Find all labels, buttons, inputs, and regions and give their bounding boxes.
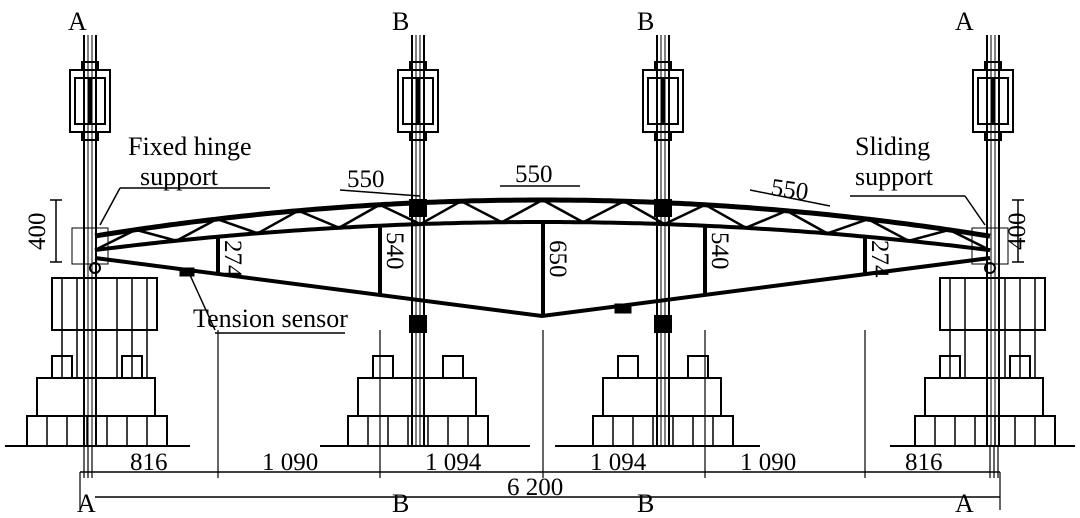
actuator-cap bbox=[81, 131, 99, 141]
web-diagonal bbox=[501, 198, 544, 224]
section-label-bottom-a-left: A bbox=[77, 489, 96, 518]
web-diagonal bbox=[745, 209, 788, 229]
foundation-cap bbox=[51, 277, 158, 331]
fixed-hinge-support bbox=[71, 227, 109, 265]
actuator-cap bbox=[654, 131, 672, 141]
tension-tie bbox=[94, 256, 991, 319]
anchor-bolt bbox=[687, 355, 709, 379]
actuator-cap bbox=[654, 61, 672, 71]
foundation-cap bbox=[939, 277, 1046, 331]
vertical-dim-4: 540 bbox=[706, 232, 733, 270]
web-diagonal bbox=[623, 200, 666, 226]
hinge-pin bbox=[984, 262, 996, 274]
actuator-cap bbox=[409, 61, 427, 71]
anchor-bolt bbox=[51, 355, 73, 379]
tension-sensor bbox=[179, 267, 195, 277]
hinge-pin bbox=[89, 262, 101, 274]
vertical-dim-1: 274 bbox=[219, 240, 246, 278]
web-diagonal bbox=[216, 217, 259, 235]
foundation-block bbox=[924, 377, 1044, 417]
span-dim-6: 816 bbox=[905, 449, 943, 476]
section-label-top-b-right: B bbox=[637, 7, 654, 36]
leader-line bbox=[99, 187, 121, 226]
foundation-base bbox=[347, 415, 489, 447]
vertical-dim-3: 650 bbox=[544, 240, 571, 278]
anchor-bolt bbox=[939, 355, 961, 379]
foundation-block bbox=[357, 377, 477, 417]
web-diagonal bbox=[135, 228, 177, 242]
web-diagonal bbox=[867, 218, 910, 242]
total-span-dim: 6 200 bbox=[507, 474, 563, 501]
arch-truss bbox=[71, 187, 1009, 334]
web-diagonal bbox=[826, 217, 869, 235]
web-diagonal bbox=[948, 228, 991, 252]
anchor-bolt bbox=[617, 355, 639, 379]
foundations bbox=[5, 277, 1075, 447]
anchor-bolt bbox=[442, 355, 464, 379]
web-diagonal bbox=[908, 228, 950, 243]
actuator-cap bbox=[81, 61, 99, 71]
actuator-cap bbox=[984, 131, 1002, 141]
span-dim-5: 1 090 bbox=[740, 449, 796, 476]
dimension-lines bbox=[50, 185, 1024, 510]
section-label-bottom-b-left: B bbox=[392, 489, 409, 518]
anchor-bolt bbox=[121, 355, 143, 379]
section-label-bottom-a-right: A bbox=[955, 489, 974, 518]
web-diagonal bbox=[582, 200, 625, 224]
web-diagonal bbox=[338, 203, 381, 229]
section-label-top-b-left: B bbox=[392, 7, 409, 36]
web-diagonal bbox=[664, 203, 706, 226]
sliding-support-label-1: Sliding bbox=[855, 132, 930, 161]
vertical-dim-5: 274 bbox=[866, 240, 893, 278]
top-chord bbox=[94, 197, 991, 239]
dimension-line bbox=[339, 189, 421, 197]
web-diagonal bbox=[785, 209, 828, 235]
fixed-hinge-label-1: Fixed hinge bbox=[128, 132, 252, 161]
actuator-cap bbox=[984, 61, 1002, 71]
bottom-chord bbox=[94, 220, 991, 253]
end-height-left: 400 bbox=[24, 213, 51, 251]
web-diagonal bbox=[460, 200, 503, 224]
web-diagonal bbox=[704, 203, 747, 229]
span-dim-2: 1 090 bbox=[262, 449, 318, 476]
column-joint bbox=[409, 315, 427, 333]
span-dim-3: 1 094 bbox=[425, 449, 482, 476]
panel-dim-right: 550 bbox=[769, 174, 810, 206]
vertical-dim-2: 540 bbox=[381, 232, 408, 270]
panel-dim-left: 550 bbox=[347, 166, 385, 193]
web-diagonal bbox=[379, 203, 421, 226]
column-joint bbox=[654, 315, 672, 333]
foundation-base bbox=[914, 415, 1056, 447]
span-dim-1: 816 bbox=[130, 449, 168, 476]
foundation-block bbox=[602, 377, 722, 417]
foundation-base bbox=[592, 415, 734, 447]
leader-line bbox=[189, 274, 216, 331]
turnbuckle bbox=[614, 303, 632, 314]
actuator-cap bbox=[409, 131, 427, 141]
anchor-bolt bbox=[372, 355, 394, 379]
anchor-bolt bbox=[1009, 355, 1031, 379]
end-height-right: 400 bbox=[1004, 213, 1031, 251]
sliding-support-label-2: support bbox=[855, 162, 934, 191]
panel-dim-center: 550 bbox=[515, 161, 553, 188]
section-label-top-a-left: A bbox=[68, 7, 87, 36]
web-diagonal bbox=[419, 200, 462, 226]
section-label-top-a-right: A bbox=[955, 7, 974, 36]
web-diagonal bbox=[94, 228, 137, 252]
web-diagonal bbox=[541, 198, 584, 224]
tension-sensor-label: Tension sensor bbox=[193, 304, 348, 333]
fixed-hinge-label-2: support bbox=[140, 162, 219, 191]
dimension-line bbox=[749, 189, 831, 207]
span-dim-4: 1 094 bbox=[590, 449, 647, 476]
web-diagonal bbox=[257, 209, 300, 235]
leader-line bbox=[964, 195, 986, 226]
web-diagonal bbox=[175, 217, 218, 242]
web-diagonal bbox=[297, 209, 340, 229]
section-label-bottom-b-right: B bbox=[637, 489, 654, 518]
